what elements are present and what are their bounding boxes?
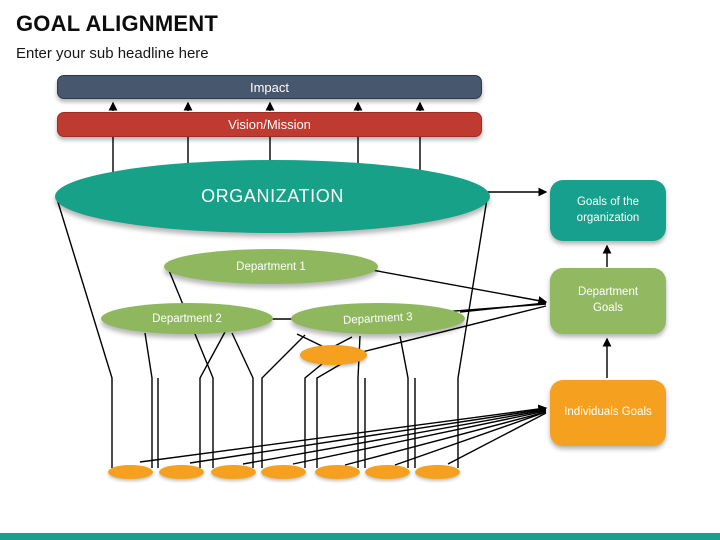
- goals-of-organization-label: Goals of the organization: [576, 195, 640, 224]
- individuals-to-individual-goals-lines: [139, 404, 548, 466]
- individual-ellipse-2: [159, 465, 204, 479]
- department-1-ellipse: Department 1: [164, 249, 378, 284]
- sub-headline: Enter your sub headline here: [16, 45, 209, 62]
- department-3-label: Department 3: [342, 310, 414, 327]
- organization-label: ORGANIZATION: [201, 186, 344, 206]
- individual-ellipse-4: [261, 465, 306, 479]
- funnel-lines: [56, 198, 488, 468]
- individual-ellipse-1: [108, 465, 153, 479]
- page-title: GOAL ALIGNMENT: [16, 11, 219, 36]
- department-goals-label: Department Goals: [577, 286, 639, 314]
- individuals-goals-box: Individuals Goals: [550, 380, 666, 446]
- impact-label: Impact: [249, 79, 289, 95]
- department-goals-box: Department Goals: [550, 268, 666, 334]
- individual-ellipse-7: [415, 465, 460, 479]
- individuals-goals-label: Individuals Goals: [564, 406, 652, 419]
- department-2-label: Department 2: [152, 312, 222, 325]
- team-ellipse: [300, 345, 367, 365]
- department-hierarchy-lines: [144, 267, 416, 468]
- impact-bar: Impact: [57, 75, 482, 99]
- footer-accent-stripe: [0, 533, 720, 540]
- individual-ellipse-5: [315, 465, 360, 479]
- organization-ellipse: ORGANIZATION: [55, 160, 490, 233]
- individual-ellipse-6: [365, 465, 410, 479]
- department-2-ellipse: Department 2: [101, 303, 273, 334]
- vision-mission-label: Vision/Mission: [228, 117, 311, 132]
- impact-arrows: [108, 101, 425, 111]
- vision-mission-bar: Vision/Mission: [57, 112, 482, 137]
- department-1-label: Department 1: [236, 260, 306, 273]
- goals-of-organization-box: Goals of the organization: [550, 180, 666, 241]
- department-3-ellipse: Department 3: [291, 303, 465, 334]
- individual-ellipse-3: [211, 465, 256, 479]
